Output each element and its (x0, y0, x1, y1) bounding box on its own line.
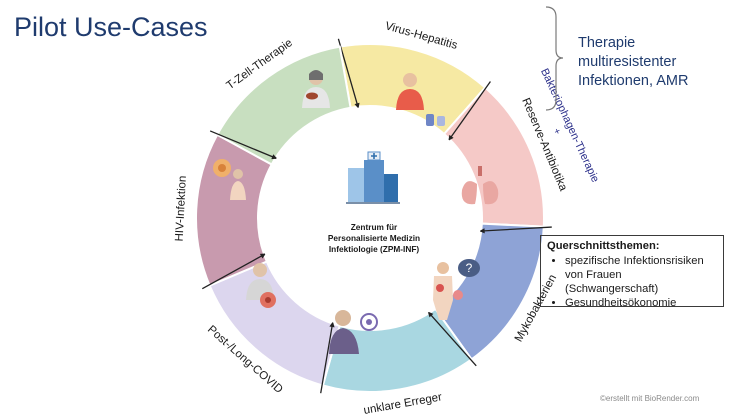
theme-item: Gesundheitsökonomie (565, 296, 717, 310)
segment-label-hiv-infektion: HIV-Infektion (174, 175, 189, 241)
arrowhead-t-zell-therapie (271, 154, 278, 160)
hospital-icon (346, 151, 400, 204)
lungs-icon (461, 166, 499, 205)
svg-text:?: ? (466, 261, 473, 275)
person-liver-icon (302, 70, 330, 108)
center-text-line: Personalisierte Medizin (328, 233, 420, 243)
arrow-unklare-erreger (427, 311, 477, 367)
arrowhead-unklare-erreger (427, 311, 434, 318)
arrow-t-zell-therapie (209, 130, 278, 160)
arrow-mykobakterien (479, 226, 552, 232)
center-circle (259, 107, 481, 329)
theme-item: spezifische Infektionsrisiken von Frauen… (565, 254, 717, 296)
themes-list: spezifische Infektionsrisiken von Frauen… (547, 254, 717, 310)
person-hiv-icon (246, 263, 276, 308)
center-text-line: Zentrum für (351, 222, 398, 232)
arrowhead-virus-hepatitis (354, 102, 360, 109)
page-title: Pilot Use-Cases (14, 12, 208, 42)
person-pills-icon (396, 73, 445, 126)
themes-heading: Querschnittsthemen: (547, 240, 660, 252)
arrow-virus-hepatitis (337, 38, 360, 109)
cross-cutting-themes-box: Querschnittsthemen: spezifische Infektio… (540, 235, 724, 310)
arrowhead-hiv-infektion (259, 253, 266, 259)
arrow-post-long-covid (320, 321, 334, 394)
person-tcell-icon (213, 159, 246, 200)
phage-plus-sign: + (550, 127, 563, 137)
credit-text: ©erstellt mit BioRender.com (600, 394, 700, 403)
arrowhead-mykobakterien (479, 228, 485, 234)
arrowhead-post-long-covid (329, 321, 335, 328)
person-virus-icon (329, 310, 378, 354)
arrowhead-reserve-antibiotika (448, 134, 454, 141)
arrow-reserve-antibiotika (447, 81, 491, 142)
arrow-hiv-infektion (201, 252, 267, 290)
therapy-label: Therapie multiresistenter Infektionen, A… (578, 35, 689, 89)
body-question-icon: ? (433, 259, 480, 320)
center-text-line: Infektiologie (ZPM-INF) (329, 244, 420, 254)
